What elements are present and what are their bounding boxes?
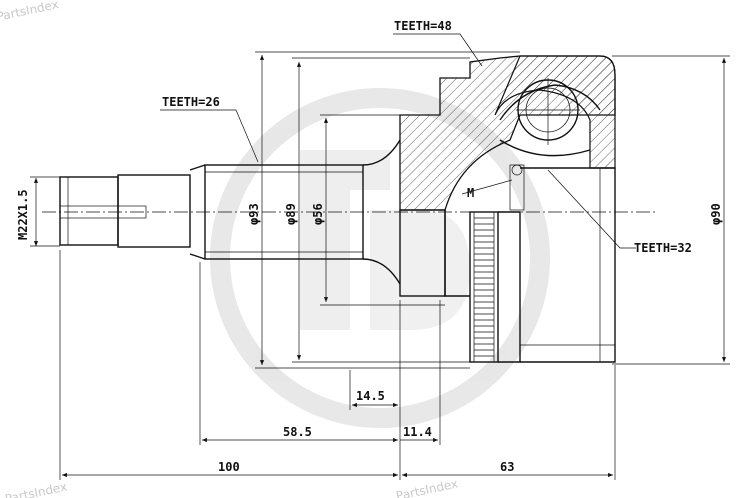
label-dia-90: φ90 [709, 203, 723, 225]
dim-63 [402, 365, 616, 480]
label-teeth-26: TEETH=26 [162, 95, 220, 109]
label-dia-93: φ93 [247, 203, 261, 225]
spline-shaft [204, 139, 401, 285]
dim-93 [255, 51, 520, 369]
label-dim-63: 63 [500, 460, 514, 474]
label-dim-14-5: 14.5 [356, 389, 385, 403]
bell-housing [399, 55, 616, 363]
label-marker-m: M [467, 186, 474, 200]
watermark-text-bottom-left: PartsIndex [4, 479, 69, 498]
ball-cage [499, 78, 601, 211]
dim-11-4 [400, 300, 441, 445]
label-dia-89: φ89 [284, 203, 298, 225]
abs-ring [473, 211, 495, 363]
dim-100 [59, 250, 401, 480]
leader-lines [160, 33, 636, 249]
dim-thread [30, 176, 60, 247]
dim-56 [320, 114, 445, 306]
label-teeth-48: TEETH=48 [394, 19, 452, 33]
dim-58-5 [199, 262, 398, 445]
dim-14-5 [349, 300, 401, 410]
label-dia-56: φ56 [311, 203, 325, 225]
label-dim-58-5: 58.5 [283, 425, 312, 439]
dim-90 [612, 55, 730, 365]
label-dim-100: 100 [218, 460, 240, 474]
watermark-text-bottom-right: PartsIndex [395, 476, 460, 498]
label-teeth-32: TEETH=32 [634, 241, 692, 255]
label-thread: M22X1.5 [16, 189, 30, 240]
watermark-text-top-left: PartsIndex [0, 0, 60, 24]
threaded-stub [59, 164, 206, 260]
label-dim-11-4: 11.4 [403, 425, 432, 439]
